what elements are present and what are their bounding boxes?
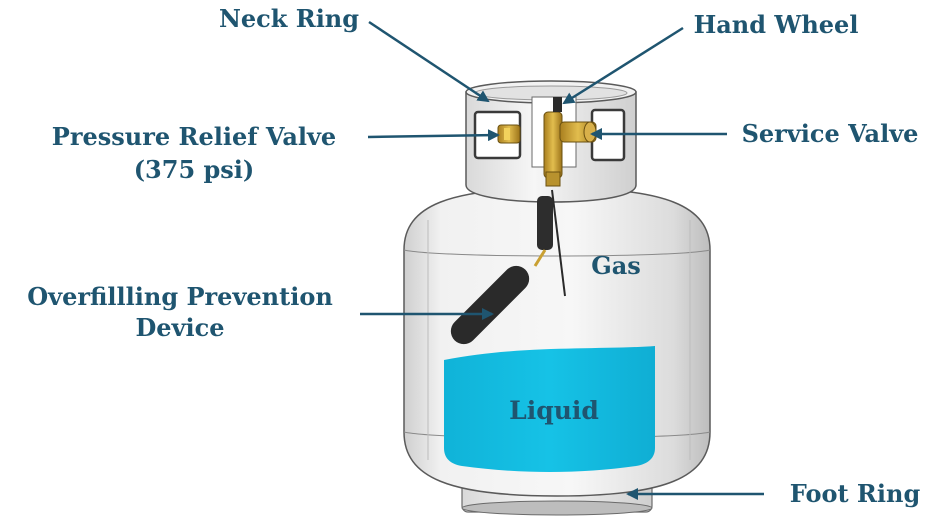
hand-wheel-label: Hand Wheel — [694, 10, 859, 39]
labels: Neck Ring Hand Wheel Pressure Relief Val… — [27, 4, 920, 508]
liquid-fill — [444, 346, 655, 472]
service-valve-label: Service Valve — [742, 119, 919, 148]
gas-label: Gas — [591, 251, 641, 280]
pressure-relief-arrow — [367, 129, 500, 142]
hand-wheel-arrow — [562, 26, 684, 105]
neck-ring-label: Neck Ring — [219, 4, 359, 33]
foot-ring-label: Foot Ring — [790, 479, 921, 508]
tank — [403, 80, 711, 516]
callout-arrows — [360, 20, 764, 500]
hand-wheel — [553, 97, 562, 112]
neck-ring-arrow — [368, 20, 490, 103]
pressure-relief-label-line2: (375 psi) — [134, 155, 255, 184]
overfilling-label-line1: Overfillling Prevention — [27, 282, 333, 311]
overfilling-prevention-device — [450, 196, 553, 345]
overfilling-label-line2: Device — [135, 313, 224, 342]
liquid-label: Liquid — [509, 396, 599, 425]
service-valve — [543, 111, 597, 187]
pressure-relief-valve — [497, 124, 521, 144]
pressure-relief-label-line1: Pressure Relief Valve — [52, 122, 336, 151]
